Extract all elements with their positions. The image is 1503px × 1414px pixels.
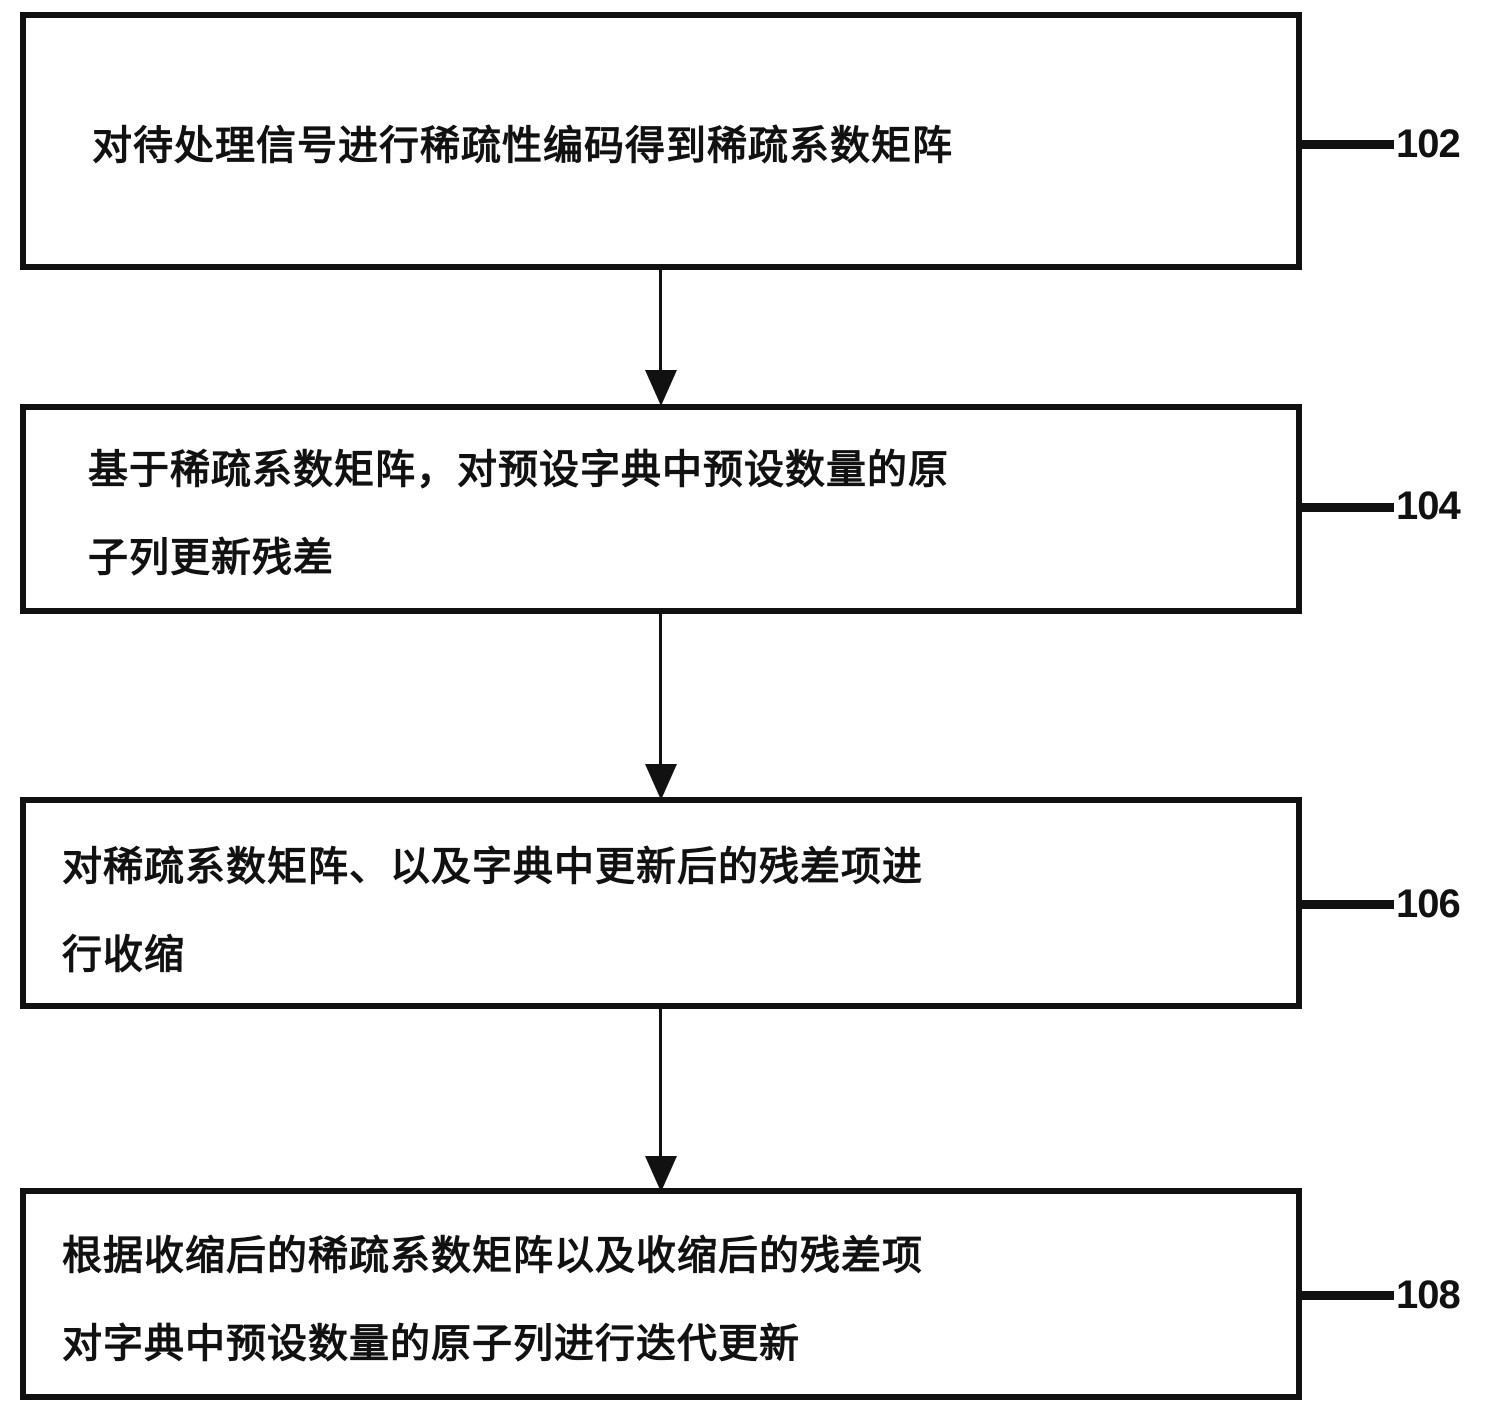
step-ref-108: 108 [1396,1273,1461,1317]
arrow-down-icon [645,764,677,800]
step-text-line: 对稀疏系数矩阵、以及字典中更新后的残差项进 [62,844,923,890]
leader-line-106 [1302,900,1394,909]
arrow-down-icon [645,1156,677,1192]
step-ref-104: 104 [1396,484,1461,528]
step-text-106: 对稀疏系数矩阵、以及字典中更新后的残差项进 行收缩 [62,847,1296,975]
step-text-line: 对待处理信号进行稀疏性编码得到稀疏系数矩阵 [92,123,953,169]
step-ref-102: 102 [1396,122,1461,166]
step-box-104: 基于稀疏系数矩阵，对预设字典中预设数量的原 子列更新残差 [20,404,1302,614]
step-text-108: 根据收缩后的稀疏系数矩阵以及收缩后的残差项 对字典中预设数量的原子列进行迭代更新 [62,1236,1296,1364]
step-text-line: 对字典中预设数量的原子列进行迭代更新 [62,1321,800,1367]
step-box-108: 根据收缩后的稀疏系数矩阵以及收缩后的残差项 对字典中预设数量的原子列进行迭代更新 [20,1188,1302,1400]
leader-line-108 [1302,1291,1394,1300]
step-box-106: 对稀疏系数矩阵、以及字典中更新后的残差项进 行收缩 [20,797,1302,1009]
step-text-line: 基于稀疏系数矩阵，对预设字典中预设数量的原 [88,447,949,493]
flow-arrow-line-3 [659,1009,662,1159]
step-ref-106: 106 [1396,882,1461,926]
step-text-104: 基于稀疏系数矩阵，对预设字典中预设数量的原 子列更新残差 [88,450,1296,578]
step-text-line: 根据收缩后的稀疏系数矩阵以及收缩后的残差项 [62,1233,923,1279]
step-box-102: 对待处理信号进行稀疏性编码得到稀疏系数矩阵 [20,12,1302,270]
leader-line-102 [1302,140,1394,149]
flow-arrow-line-2 [659,614,662,766]
flow-arrow-line-1 [659,270,662,372]
arrow-down-icon [645,370,677,406]
leader-line-104 [1302,503,1394,512]
step-text-line: 子列更新残差 [88,535,334,581]
step-text-line: 行收缩 [62,932,185,978]
step-text-102: 对待处理信号进行稀疏性编码得到稀疏系数矩阵 [92,126,1296,166]
